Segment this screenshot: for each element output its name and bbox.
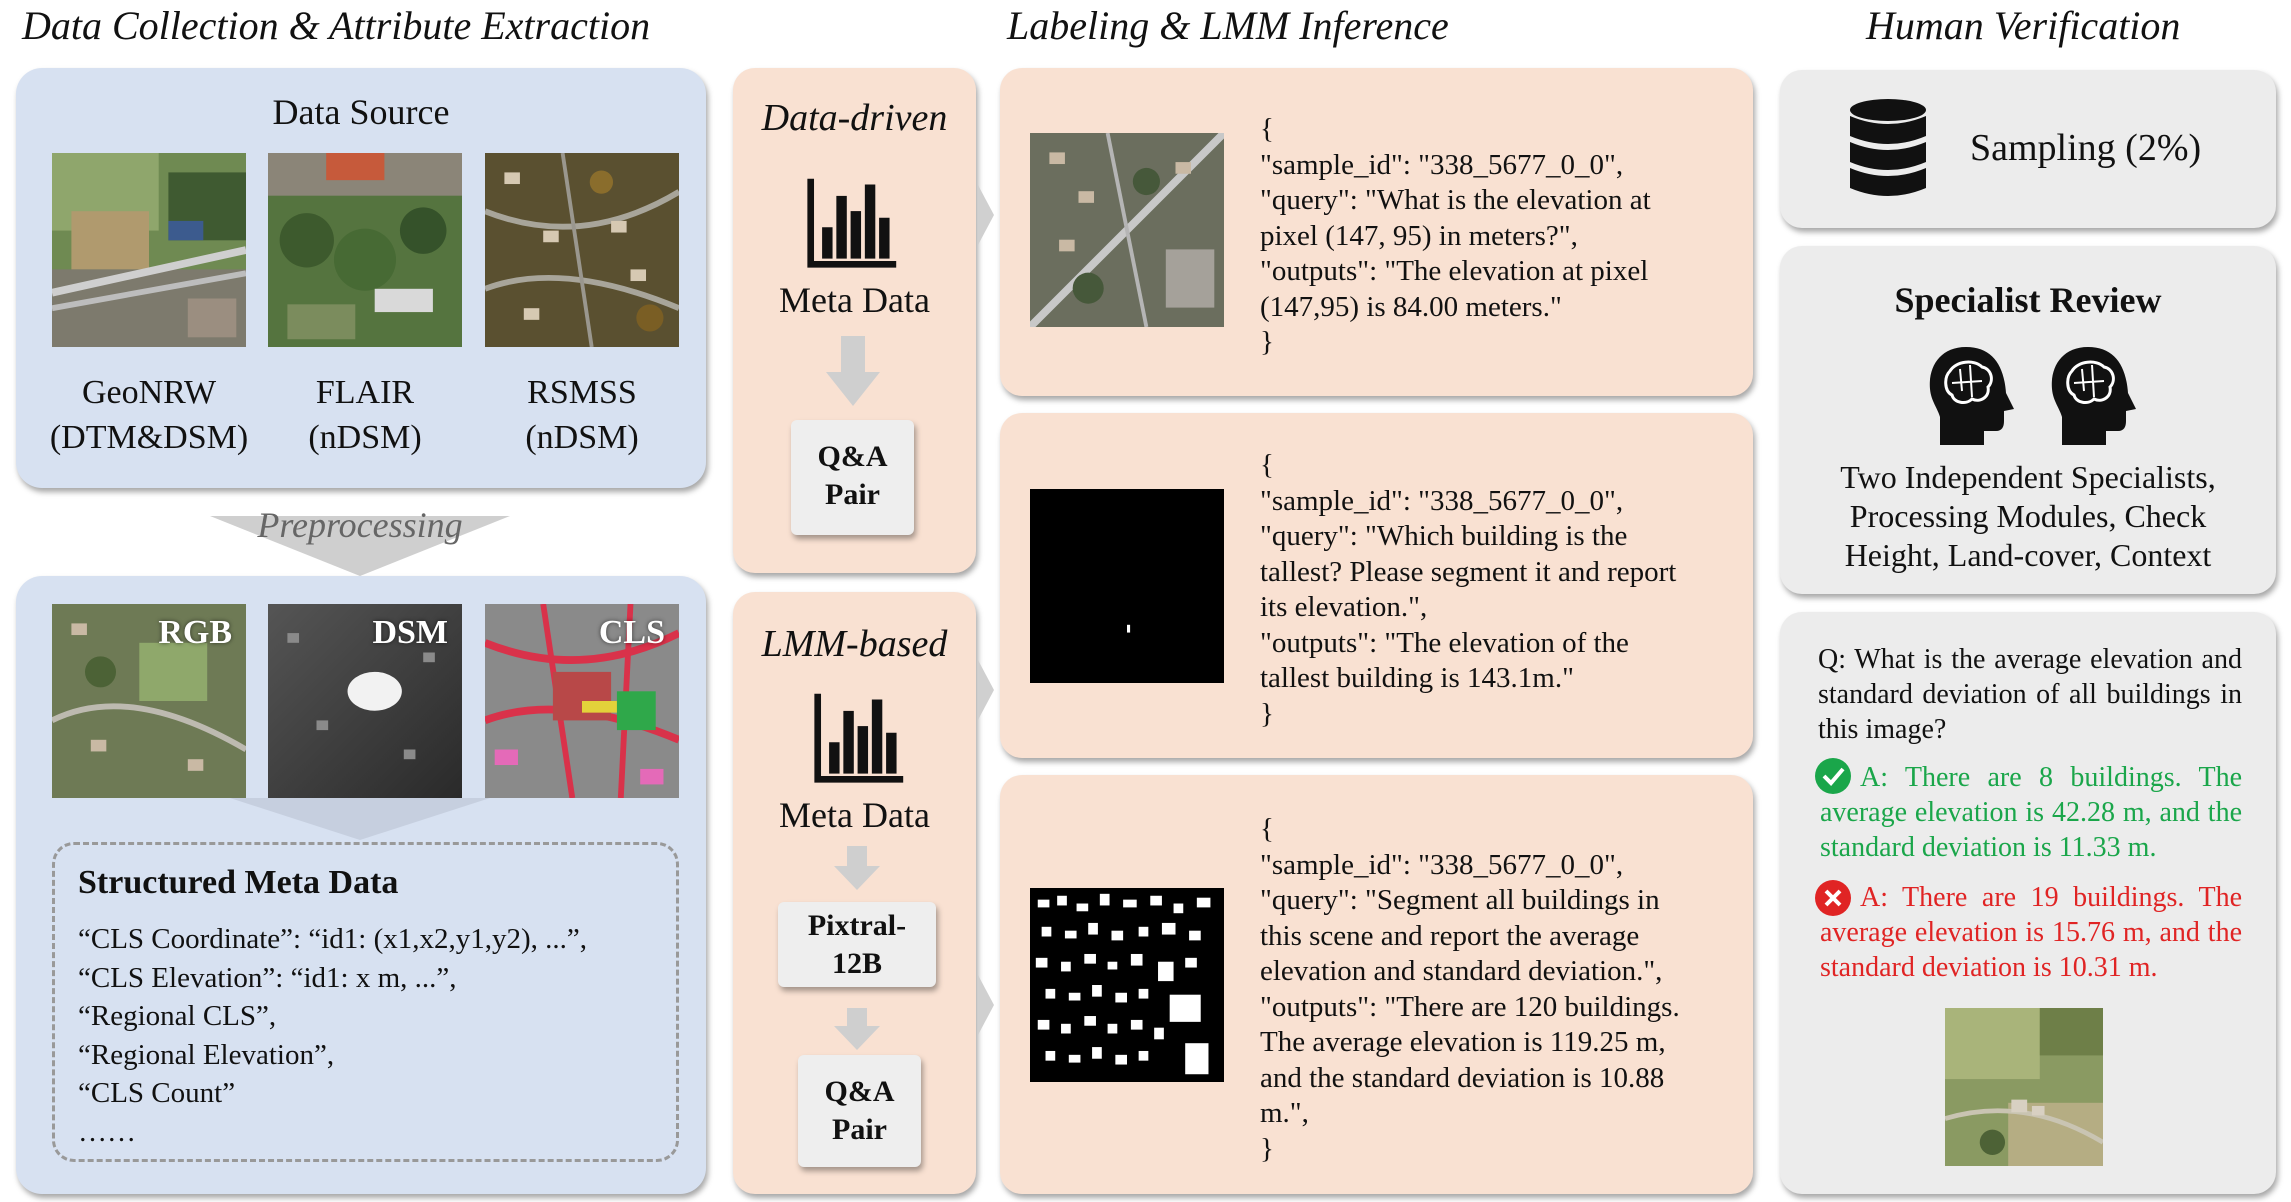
dataset-flair: FLAIR(nDSM) — [308, 374, 422, 456]
preprocessing-label: Preprocessing — [257, 505, 463, 545]
qa-correct-answer: A: There are 8 buildings. The average el… — [1820, 762, 2242, 863]
sample-2-mask — [1030, 489, 1224, 683]
specialist-panel — [1780, 246, 2276, 594]
brain-head-icon — [2051, 347, 2136, 445]
rgb-image: RGB — [52, 604, 246, 798]
bar-chart-icon — [807, 178, 897, 268]
cls-image: CLS — [485, 604, 679, 798]
cross-circle-icon — [1815, 880, 1851, 916]
right-chevron-icon — [978, 975, 994, 1035]
dsm-image: DSM — [268, 604, 462, 798]
pixtral-model-box: Pixtral-12B — [778, 902, 936, 987]
meta-item: “CLS Elevation”: “id1: x m, ...”, — [78, 961, 457, 994]
sampling-label: Sampling (2%) — [1970, 127, 2202, 169]
sample-2-json: { "sample_id": "338_5677_0_0", "query": … — [1260, 449, 1677, 730]
down-arrow-icon — [834, 846, 880, 890]
down-arrow-icon — [826, 336, 880, 406]
data-driven-meta-label: Meta Data — [779, 280, 930, 320]
brain-head-icon — [1929, 347, 2014, 445]
meta-item: …… — [78, 1115, 136, 1148]
specialist-title: Specialist Review — [1894, 280, 2162, 320]
structured-meta-title: Structured Meta Data — [78, 864, 399, 901]
data-driven-title: Data-driven — [761, 97, 948, 139]
lmm-based-title: LMM-based — [761, 623, 948, 665]
qa-wrong-answer: A: There are 19 buildings. The average e… — [1820, 882, 2242, 983]
sample-3-mask — [1030, 888, 1224, 1082]
qa-example-image — [1945, 1008, 2103, 1166]
sample-3-json: { "sample_id": "338_5677_0_0", "query": … — [1260, 813, 1680, 1165]
check-circle-icon — [1815, 758, 1851, 794]
database-icon — [1850, 99, 1926, 196]
down-arrow-icon — [210, 516, 510, 576]
structured-meta-box — [52, 842, 679, 1162]
meta-item: “Regional CLS”, — [78, 1000, 277, 1032]
heading-verification: Human Verification — [1866, 3, 2181, 48]
heading-labeling: Labeling & LMM Inference — [1007, 3, 1449, 48]
meta-item: “CLS Coordinate”: “id1: (x1,x2,y1,y2), .… — [78, 923, 588, 955]
meta-item: “CLS Count” — [78, 1077, 236, 1109]
dataset-rsmss: RSMSS(nDSM) — [525, 374, 639, 456]
modality-dsm-label: DSM — [372, 614, 448, 651]
modality-cls-label: CLS — [598, 614, 665, 651]
lmm-based-meta-label: Meta Data — [779, 795, 930, 835]
modality-rgb-label: RGB — [158, 614, 232, 651]
specialist-description: Two Independent Specialists, Processing … — [1840, 459, 2216, 573]
data-source-title: Data Source — [272, 92, 450, 132]
dataset-geonrw: GeoNRW(DTM&DSM) — [49, 374, 249, 456]
right-chevron-icon — [978, 660, 994, 720]
sample-1-image — [1030, 133, 1224, 327]
sample-1-json: { "sample_id": "338_5677_0_0", "query": … — [1260, 113, 1651, 358]
flair-image — [268, 153, 462, 347]
meta-item: “Regional Elevation”, — [78, 1038, 335, 1071]
bar-chart-icon — [814, 693, 904, 783]
heading-collection: Data Collection & Attribute Extraction — [22, 3, 651, 48]
down-arrow-icon — [230, 798, 490, 840]
qa-question: Q: What is the average elevation and sta… — [1818, 644, 2242, 745]
geonrw-image — [52, 153, 246, 347]
structured-meta-list: “CLS Coordinate”: “id1: (x1,x2,y1,y2), .… — [78, 920, 587, 1151]
right-chevron-icon — [978, 185, 994, 245]
down-arrow-icon — [834, 1008, 880, 1050]
rsmss-image — [485, 153, 679, 347]
